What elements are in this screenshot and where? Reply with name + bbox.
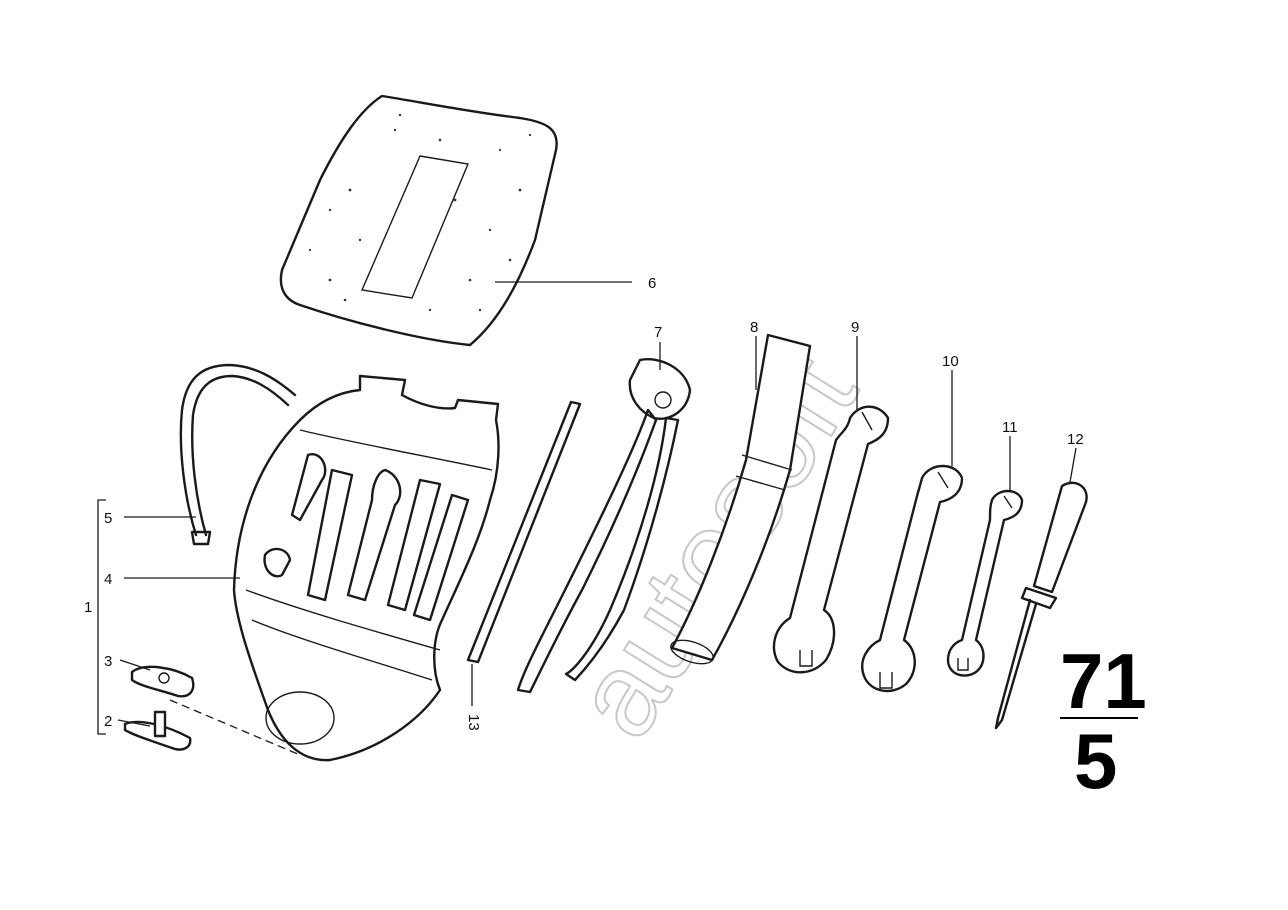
- page-number-bottom: 5: [1074, 717, 1117, 805]
- part-8-socket-tube: [670, 333, 812, 665]
- callout-5: 5: [104, 510, 112, 527]
- callout-2: 2: [104, 713, 112, 730]
- callout-10: 10: [942, 353, 959, 370]
- part-12-screwdriver: [994, 447, 1088, 730]
- callout-13: 13: [465, 714, 482, 731]
- part-10-wrench: [861, 370, 964, 693]
- callout-3: 3: [104, 653, 112, 670]
- callout-1: 1: [84, 599, 92, 616]
- callout-4: 4: [104, 571, 112, 588]
- page-number: 71 5: [1060, 637, 1147, 805]
- part-3-clip: [119, 659, 195, 698]
- part-1-bracket: [97, 499, 106, 735]
- callout-8: 8: [750, 319, 758, 336]
- part-4-tool-bag: [124, 374, 500, 762]
- part-11-wrench: [946, 436, 1024, 677]
- page-number-top: 71: [1060, 637, 1147, 725]
- part-7-pliers: [516, 342, 692, 694]
- part-5-strap: [124, 363, 297, 546]
- part-9-wrench: [772, 336, 890, 674]
- watermark-logo: autosoft: [548, 333, 882, 759]
- callout-12: 12: [1067, 431, 1084, 448]
- part-13-rod: [466, 400, 582, 706]
- callout-labels: 1 2 3 4 5 6 7 8 9 10 11 12 13: [84, 275, 1084, 731]
- part-6-cover-mat: [279, 94, 632, 347]
- callout-7: 7: [654, 324, 662, 341]
- callout-11: 11: [1002, 419, 1018, 436]
- callout-9: 9: [851, 319, 859, 336]
- callout-6: 6: [648, 275, 656, 292]
- part-2-stud: [117, 699, 301, 756]
